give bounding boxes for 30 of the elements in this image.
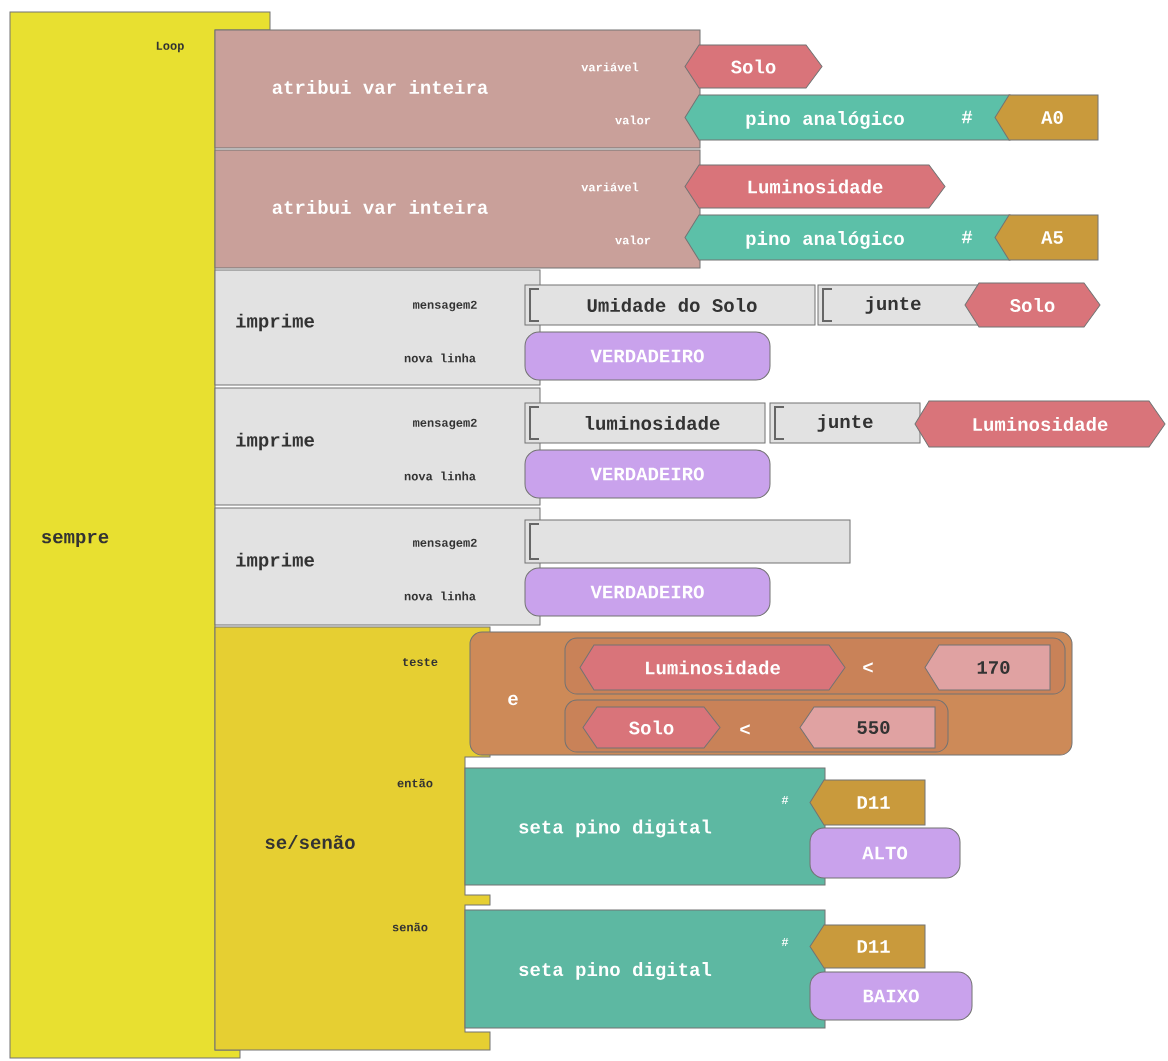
constant-block: VERDADEIRO	[524, 331, 771, 381]
join-block: junte	[817, 284, 986, 326]
variable-assign-block: atribui var inteira variável valor	[214, 29, 701, 149]
pin-block: D11	[809, 779, 926, 826]
print-block: imprime mensagem2 nova linha	[214, 507, 541, 626]
number-block: 550	[799, 706, 936, 749]
constant-block: BAIXO	[809, 971, 973, 1021]
analog-read-block: pino analógico #	[684, 214, 1011, 261]
pin-block: D11	[809, 924, 926, 969]
constant-block: VERDADEIRO	[524, 567, 771, 617]
pin-block: A5	[994, 214, 1099, 261]
constant-block: VERDADEIRO	[524, 449, 771, 499]
digital-write-block: seta pino digital #	[464, 767, 826, 886]
join-block: junte	[769, 402, 921, 444]
string-block: Umidade do Solo	[524, 284, 816, 326]
string-block: luminosidade	[524, 402, 766, 444]
variable-block: Luminosidade	[579, 644, 846, 691]
variable-block: Solo	[684, 44, 823, 89]
print-block: imprime mensagem2 nova linha	[214, 387, 541, 506]
if-else-block: se/senão teste então senão	[214, 626, 491, 1051]
variable-assign-block: atribui var inteira variável valor	[214, 149, 701, 269]
variable-block: Solo	[964, 282, 1101, 328]
constant-block: ALTO	[809, 827, 961, 879]
variable-block: Luminosidade	[684, 164, 946, 209]
pin-block: A0	[994, 94, 1099, 141]
empty-string-block	[524, 519, 851, 564]
analog-read-block: pino analógico #	[684, 94, 1011, 141]
variable-block: Luminosidade	[914, 400, 1166, 448]
number-block: 170	[924, 644, 1051, 691]
digital-write-block: seta pino digital #	[464, 909, 826, 1029]
